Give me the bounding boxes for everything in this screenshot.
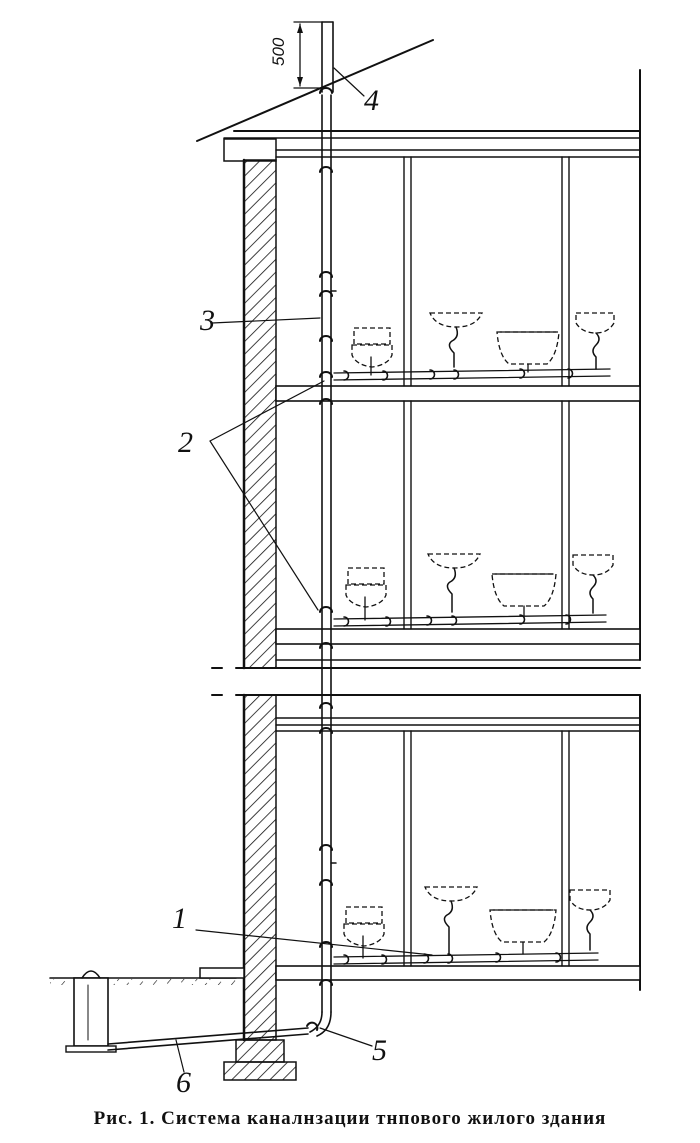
ground-and-outlet [49,967,309,1053]
interior-columns [403,156,570,967]
break-lines [211,667,641,696]
fixtures-floor-upper [333,312,615,381]
callout-5: 5 [372,1034,387,1067]
roof-dimension: 500 [269,21,323,89]
callout-3: 3 [199,304,215,337]
foundation [223,1039,297,1081]
dimension-label: 500 [269,37,288,66]
fixtures-floor-middle [333,553,614,627]
callout-4: 4 [364,84,379,117]
sewer-system-diagram: 500 [49,21,641,1099]
figure-caption: Рис. 1. Система каналнзации тнпового жил… [93,1108,607,1129]
exterior-wall [223,138,277,1042]
callout-6: 6 [176,1066,191,1099]
callout-2: 2 [178,426,193,459]
leader-lines [175,67,433,1073]
roof [196,39,641,142]
callout-1: 1 [172,902,187,935]
sewer-standpipe [306,21,337,1037]
floor-slabs [275,149,641,981]
callout-labels: 1 2 3 4 5 6 [172,84,387,1099]
